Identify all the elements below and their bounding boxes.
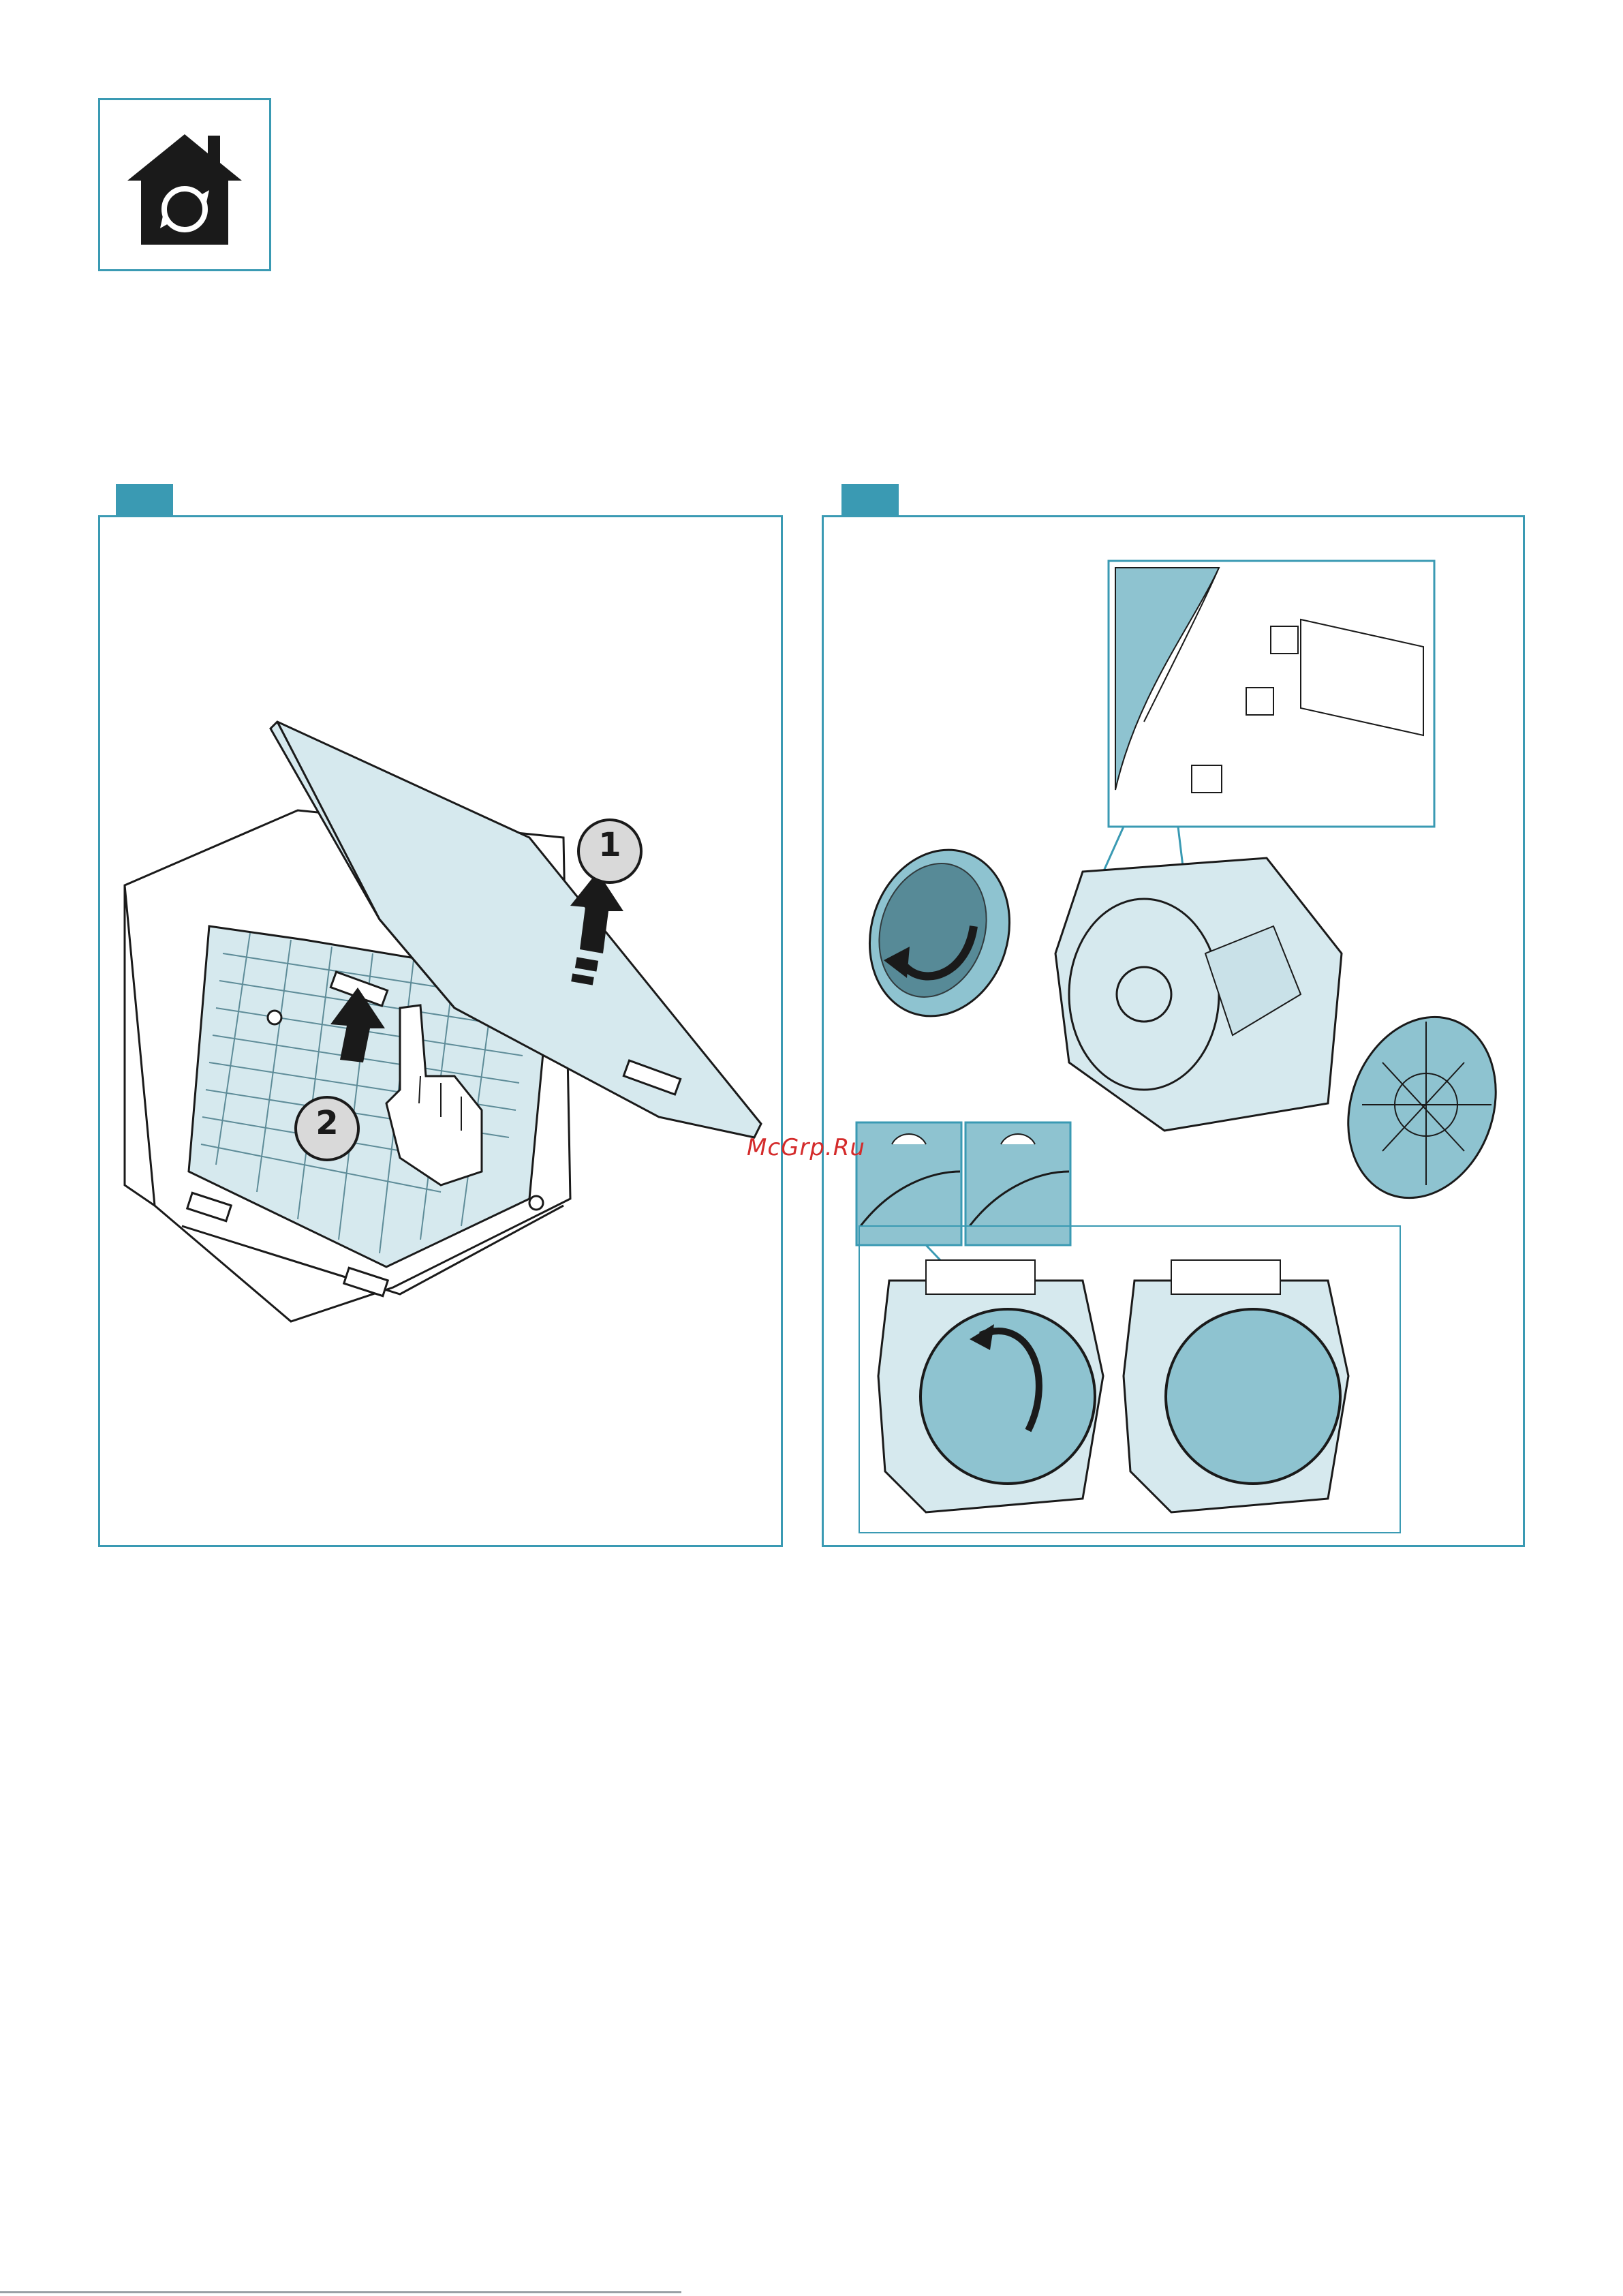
step-1-label: 1 (594, 826, 625, 864)
blower-unit-right (1124, 1260, 1348, 1512)
blower-unit-left (878, 1260, 1103, 1512)
carbon-filter-illustration (824, 517, 1523, 1545)
header-icon-box (98, 98, 271, 271)
range-hood-illustration (100, 517, 781, 1545)
panel-carbon-filter (822, 515, 1525, 1547)
watermark: McGrp.Ru (747, 1134, 865, 1161)
footer-rule (0, 2291, 681, 2293)
filter-cover-round (1324, 996, 1520, 1219)
motor-housing (1055, 858, 1342, 1131)
panel-remove-grease-filter (98, 515, 783, 1547)
home-service-icon (100, 100, 269, 269)
step-2-label: 2 (311, 1104, 343, 1142)
carbon-filter-round (849, 831, 1031, 1035)
